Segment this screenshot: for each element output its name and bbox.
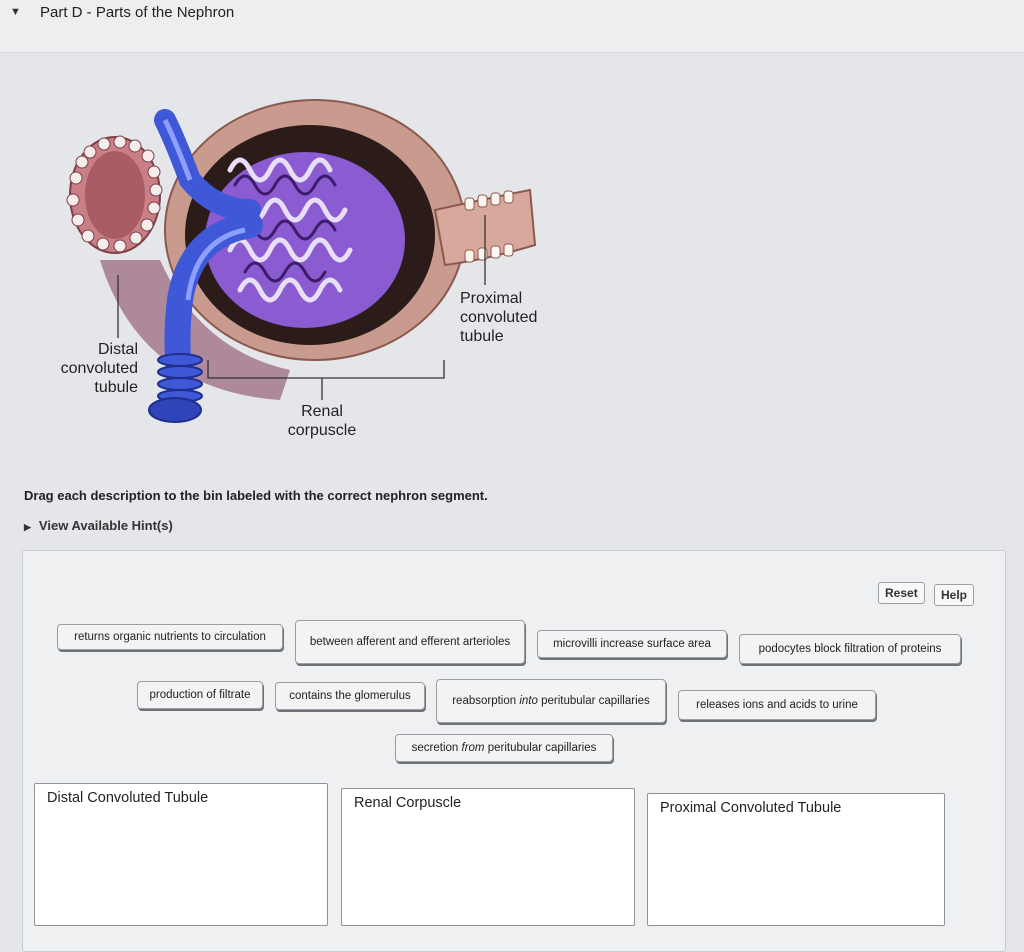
nephron-drawing [66,99,537,423]
bin-title: Renal Corpuscle [354,795,462,811]
bin-title: Distal Convoluted Tubule [47,790,209,806]
chip-returns-organic-nutrients[interactable]: returns organic nutrients to circulation [57,624,283,650]
part-header [0,0,1024,53]
chip-releases-ions[interactable]: releases ions and acids to urine [678,690,876,720]
chip-reabsorption[interactable]: reabsorption into peritubular capillarie… [436,679,666,723]
label-proximal-convoluted-tubule: Proximal convoluted tubule [460,289,537,346]
bin-proximal-convoluted-tubule[interactable]: Proximal Convoluted Tubule [647,793,945,926]
label-line: Distal [97,341,138,358]
view-hints-label: View Available Hint(s) [38,518,173,533]
chip-text-part: peritubular capillaries [487,741,597,754]
bin-distal-convoluted-tubule[interactable]: Distal Convoluted Tubule [34,783,328,926]
chip-text-part: peritubular capillaries [541,694,650,707]
nephron-illustration [40,60,580,460]
bin-title: Proximal Convoluted Tubule [660,800,842,816]
label-line: Proximal [460,290,523,307]
help-button[interactable]: Help [934,584,975,606]
reset-button[interactable]: Reset [878,582,925,604]
chip-between-arterioles[interactable]: between afferent and efferent arterioles [295,620,525,664]
view-hints-link[interactable]: ▶ View Available Hint(s) [24,518,173,533]
chip-contains-glomerulus[interactable]: contains the glomerulus [275,682,425,710]
chip-text: reabsorption into peritubular capillarie… [452,694,650,709]
label-line: Renal [301,403,343,420]
chip-production-of-filtrate[interactable]: production of filtrate [137,681,263,709]
chip-secretion[interactable]: secretion from peritubular capillaries [395,734,613,762]
label-distal-convoluted-tubule: Distal convoluted tubule [52,340,138,397]
chip-text-emphasis: from [461,741,485,754]
label-renal-corpuscle: Renal corpuscle [283,402,361,440]
label-line: tubule [460,328,504,345]
part-title: Part D - Parts of the Nephron [40,4,235,21]
caret-right-icon: ▶ [24,522,31,532]
chip-text-part: reabsorption [452,694,517,707]
label-line: tubule [94,379,138,396]
collapse-arrow-icon[interactable]: ▼ [10,6,21,18]
label-line: convoluted [460,309,538,326]
instruction-text: Drag each description to the bin labeled… [24,488,488,503]
label-line: convoluted [60,360,138,377]
chip-microvilli[interactable]: microvilli increase surface area [537,630,727,658]
label-line: corpuscle [287,422,357,439]
chip-text: secretion from peritubular capillaries [412,741,597,756]
bin-renal-corpuscle[interactable]: Renal Corpuscle [341,788,635,926]
chip-text-emphasis: into [519,694,538,707]
chip-text-part: secretion [411,741,459,754]
chip-podocytes[interactable]: podocytes block filtration of proteins [739,634,961,664]
